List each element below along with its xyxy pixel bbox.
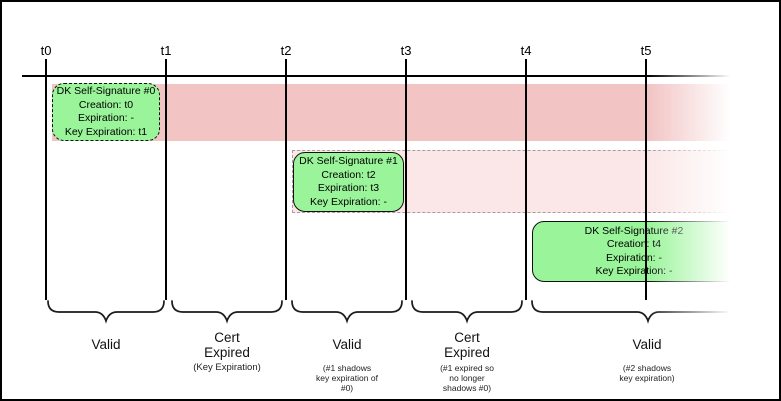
segment-sublabel-text: (Key Expiration) xyxy=(193,362,261,373)
segment-sublabel-text: key expiration) xyxy=(619,373,675,383)
segment-label-valid-4: Valid (#2 shadows key expiration) xyxy=(557,331,737,383)
brace-segment-1 xyxy=(171,300,283,324)
brace-segment-0 xyxy=(47,300,165,324)
segment-label-valid-0: Valid xyxy=(16,331,196,360)
segment-sublabel-text: no longer xyxy=(449,373,485,383)
segment-sublabel-text: key expiration of xyxy=(316,373,378,383)
segment-sublabel-text: #0) xyxy=(340,383,354,393)
brace-segment-2 xyxy=(291,300,403,324)
segment-label-text: Cert xyxy=(214,330,240,345)
signature-box-0: DK Self-Signature #0 Creation: t0 Expira… xyxy=(52,83,160,141)
signature-title: DK Self-Signature #2 xyxy=(584,224,684,237)
signature-expiration: Expiration: - xyxy=(77,112,135,124)
signature-title: DK Self-Signature #0 xyxy=(56,85,156,97)
signature-key-expiration: Key Expiration: - xyxy=(309,195,388,208)
tick-label-t1: t1 xyxy=(160,43,172,58)
signature-box-2: DK Self-Signature #2 Creation: t4 Expira… xyxy=(532,221,762,282)
signature-creation: Creation: t0 xyxy=(78,98,134,111)
tick-label-t0: t0 xyxy=(40,43,52,58)
signature-expiration: Expiration: t3 xyxy=(317,182,380,194)
tick-label-t2: t2 xyxy=(280,43,292,58)
segment-label-text: Expired xyxy=(444,344,490,360)
brace-segment-3 xyxy=(411,300,523,324)
tick-label-t3: t3 xyxy=(400,43,412,58)
segment-label-text: Valid xyxy=(332,337,362,353)
signature-creation: Creation: t2 xyxy=(321,168,376,181)
signature-creation: Creation: t4 xyxy=(606,238,662,250)
tick-label-t4: t4 xyxy=(520,43,532,58)
timeline-axis xyxy=(22,75,736,78)
segment-label-cert-expired-3: Cert Expired (#1 expired so no longer sh… xyxy=(377,330,557,393)
segment-label-text: Cert xyxy=(454,330,480,345)
segment-sublabel-text: (#1 expired so xyxy=(440,363,494,373)
tick-line-t2 xyxy=(285,59,287,300)
segment-label-text: Expired xyxy=(204,344,250,360)
segment-label-valid-2: Valid (#1 shadows key expiration of #0) xyxy=(257,331,437,393)
segment-sublabel-text: (#1 shadows xyxy=(322,363,372,373)
segment-sublabel-text: (#2 shadows xyxy=(622,363,672,373)
segment-label-text: Valid xyxy=(91,337,121,353)
tick-line-t3 xyxy=(405,59,407,300)
signature-expiration: Expiration: - xyxy=(605,251,663,264)
tick-line-t1 xyxy=(165,59,167,300)
segment-sublabel-text: shadows #0) xyxy=(442,383,492,393)
tick-line-t0 xyxy=(45,59,47,300)
signature-key-expiration: Key Expiration: - xyxy=(595,265,673,277)
brace-segment-4 xyxy=(531,300,765,324)
tick-line-t4 xyxy=(525,59,527,300)
tick-line-t5 xyxy=(645,59,647,300)
segment-label-text: Valid xyxy=(632,337,662,353)
signature-title: DK Self-Signature #1 xyxy=(299,155,398,167)
signature-key-expiration: Key Expiration: t1 xyxy=(64,125,148,138)
segment-label-cert-expired-1: Cert Expired (Key Expiration) xyxy=(137,330,317,373)
signature-box-1: DK Self-Signature #1 Creation: t2 Expira… xyxy=(293,152,404,212)
tick-label-t5: t5 xyxy=(640,43,652,58)
